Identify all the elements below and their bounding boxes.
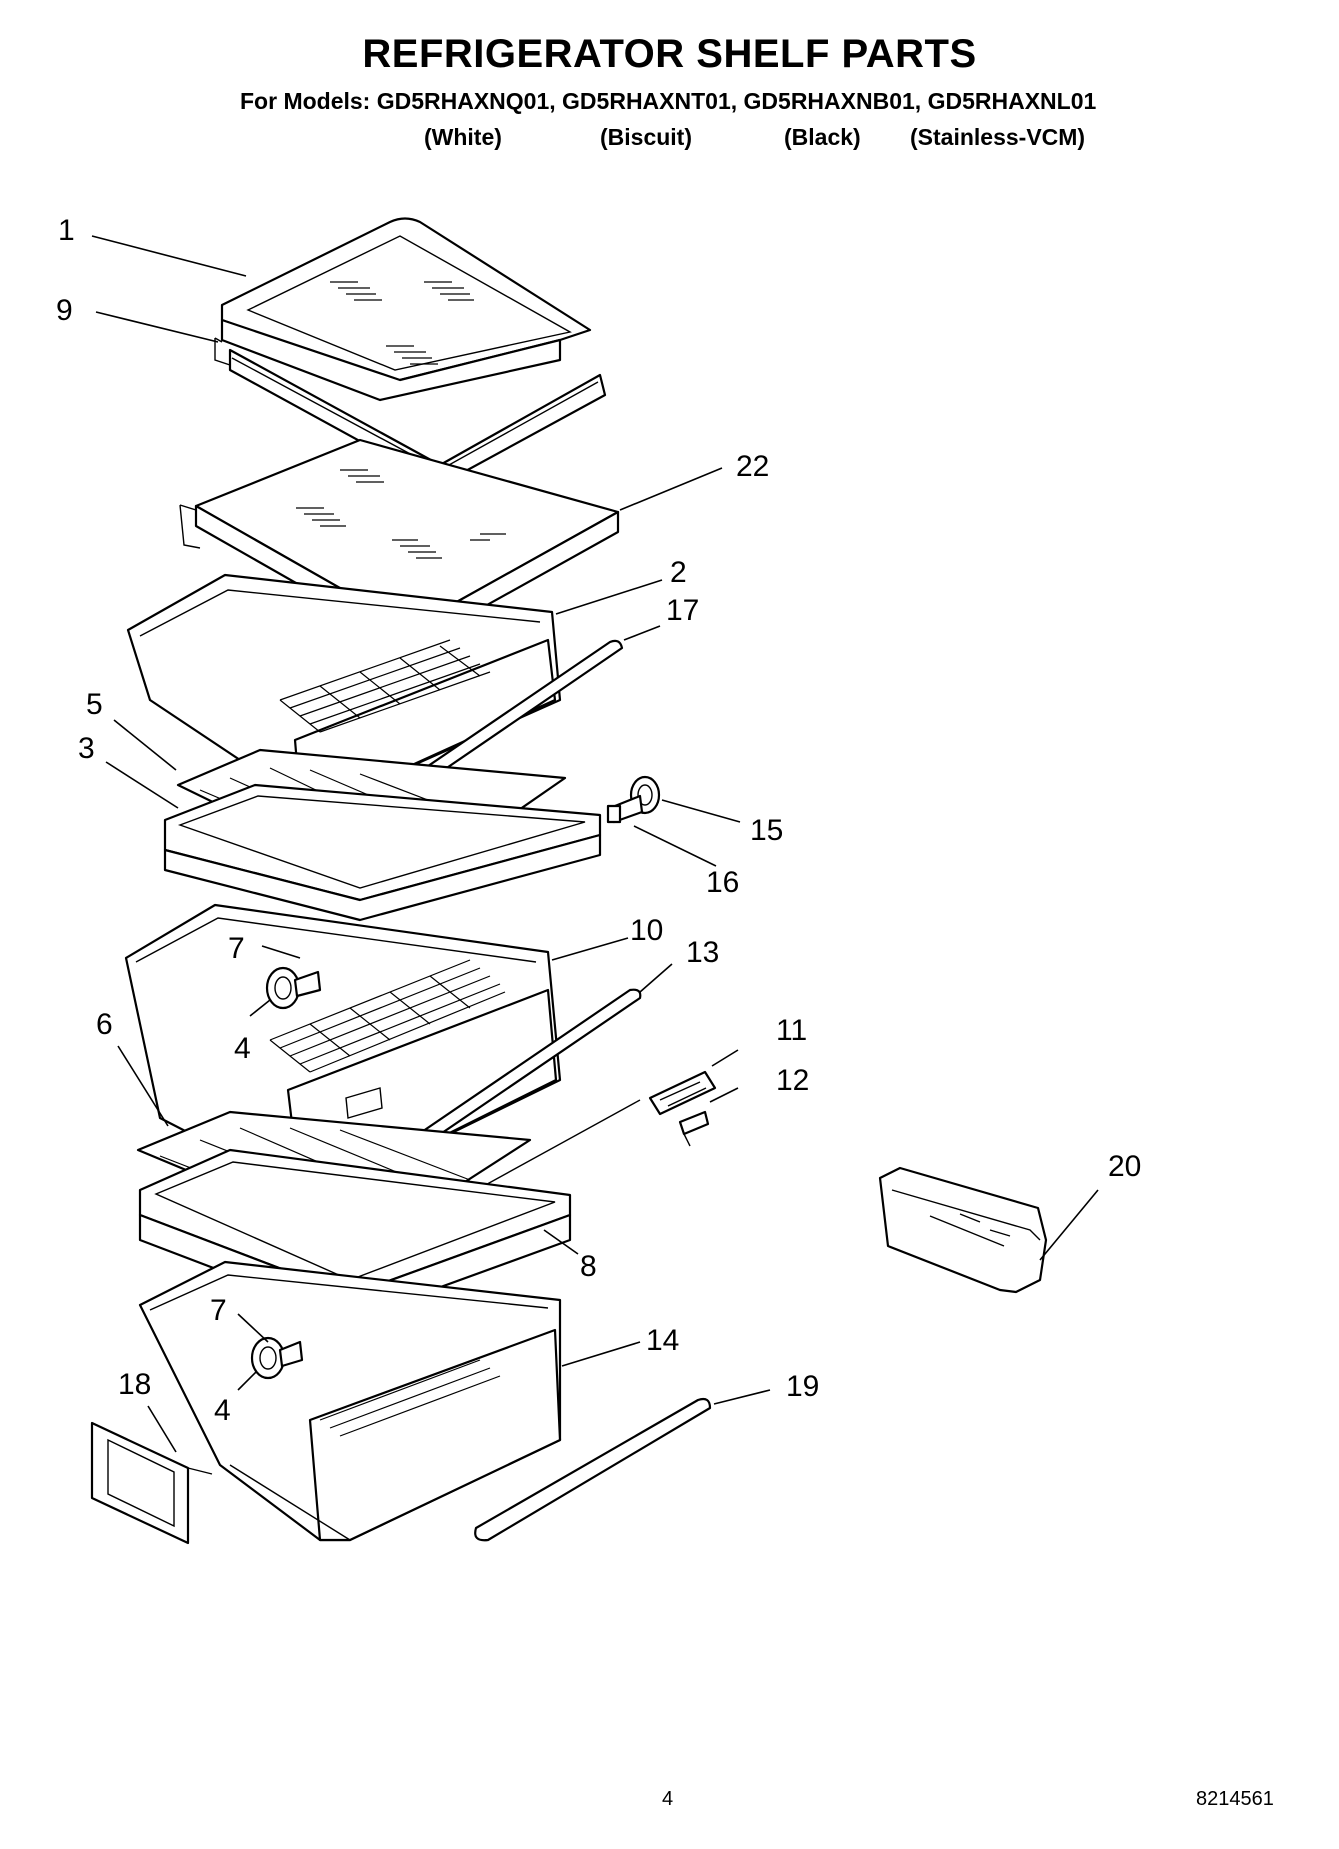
- storage-bin-20: [878, 1166, 1048, 1294]
- callout-2: 2: [670, 556, 687, 589]
- callout-15: 15: [750, 814, 783, 847]
- callout-9: 9: [56, 294, 73, 327]
- callout-12: 12: [776, 1064, 809, 1097]
- color-white: (White): [424, 124, 502, 150]
- models-line: For Models: GD5RHAXNQ01, GD5RHAXNT01, GD…: [240, 88, 1097, 114]
- callout-22: 22: [736, 450, 769, 483]
- callout-19: 19: [786, 1370, 819, 1403]
- roller-4b: [250, 1336, 304, 1380]
- callout-3: 3: [78, 732, 95, 765]
- doc-number: 8214561: [1196, 1788, 1274, 1810]
- leader-lines: [91, 235, 1099, 1453]
- callout-17: 17: [666, 594, 699, 627]
- roller-15: [606, 775, 661, 824]
- color-black: (Black): [784, 124, 861, 150]
- callout-7a: 7: [228, 932, 245, 965]
- crisper-grille: [269, 959, 506, 1073]
- callout-7b: 7: [210, 1294, 227, 1327]
- crisper-grille: [319, 1359, 501, 1437]
- callout-4a: 4: [234, 1032, 251, 1065]
- page-number: 4: [662, 1788, 674, 1810]
- callout-13: 13: [686, 936, 719, 969]
- callout-20: 20: [1108, 1150, 1141, 1183]
- crisper-pan-14: [138, 1260, 562, 1542]
- callout-11: 11: [776, 1014, 807, 1047]
- callout-18: 18: [118, 1368, 151, 1401]
- label-holder-18: [90, 1421, 213, 1545]
- callout-5: 5: [86, 688, 103, 721]
- cover-frame-3: [163, 783, 602, 922]
- roller-4a: [265, 966, 322, 1010]
- callout-16: 16: [706, 866, 739, 899]
- glass-etch-marks: [296, 469, 506, 559]
- callout-14: 14: [646, 1324, 679, 1357]
- crisper-grille: [279, 639, 491, 733]
- color-stainless: (Stainless-VCM): [910, 124, 1086, 150]
- callout-4b: 4: [214, 1394, 231, 1427]
- callout-8: 8: [580, 1250, 597, 1283]
- glass-shelf-1: [214, 217, 607, 487]
- callout-6: 6: [96, 1008, 113, 1041]
- handle-19: [474, 1397, 712, 1542]
- color-biscuit: (Biscuit): [600, 124, 692, 150]
- callout-labels: 1 9 22 2 17 5 3 15 16 7 10 13 4 6 11 12 …: [56, 214, 1141, 1427]
- callout-1: 1: [58, 214, 75, 247]
- page-title: REFRIGERATOR SHELF PARTS: [362, 32, 977, 76]
- callout-10: 10: [630, 914, 663, 947]
- glass-etch-marks: [330, 281, 474, 365]
